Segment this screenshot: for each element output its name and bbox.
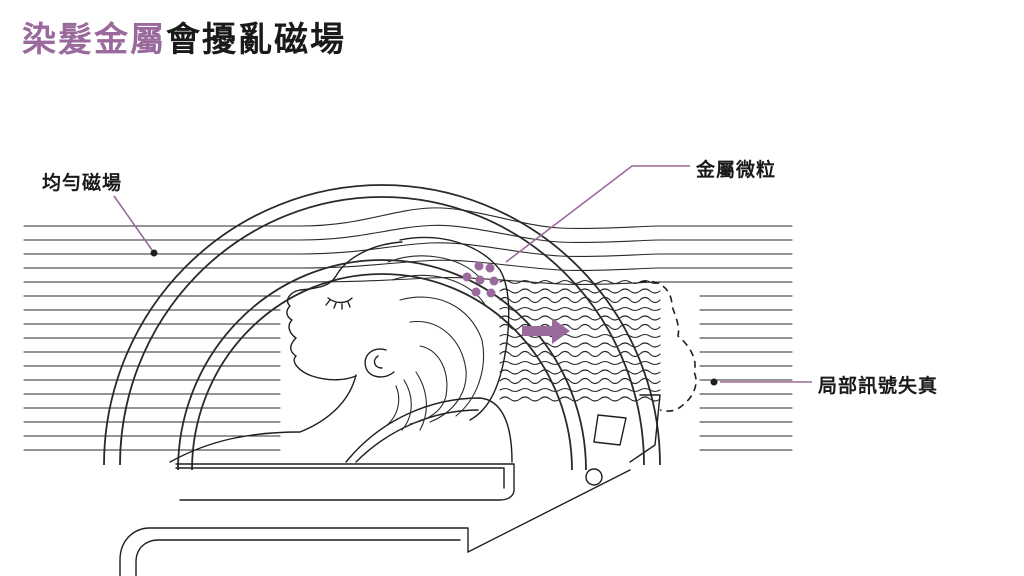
leader-lines: [113, 165, 812, 386]
distorted-line: [499, 306, 661, 312]
right-arrow-icon: [522, 318, 570, 344]
distorted-line: [499, 279, 661, 285]
diagram-title: 染髮金屬會擾亂磁場: [22, 20, 346, 61]
distorted-field-lines: [499, 279, 661, 402]
distorted-line: [499, 323, 661, 331]
field-line: [23, 207, 661, 230]
distorted-line: [499, 369, 661, 375]
distorted-line: [499, 288, 661, 294]
label-uniform-field: 均勻磁場: [42, 172, 123, 194]
field-line: [23, 259, 661, 272]
metal-particle: [471, 287, 481, 297]
distorted-line: [499, 360, 661, 366]
mri-table: [119, 463, 515, 576]
metal-particle: [474, 261, 484, 271]
label-local-distortion: 局部訊號失真: [818, 375, 939, 397]
distorted-line: [499, 315, 661, 321]
distorted-head-outline: [639, 280, 697, 412]
distorted-line: [499, 387, 661, 393]
distorted-line: [499, 296, 661, 304]
title-highlight: 染髮金屬: [22, 20, 166, 60]
mri-bore: [103, 184, 661, 553]
title-rest: 會擾亂磁場: [166, 20, 346, 60]
metal-particle: [486, 288, 496, 298]
field-line: [23, 224, 661, 244]
label-metal-particles: 金屬微粒: [696, 159, 777, 181]
bore-button: [585, 468, 603, 486]
metal-particle: [475, 275, 485, 285]
patient-figure: [169, 236, 513, 463]
metal-particles: [462, 261, 499, 298]
metal-particle: [489, 276, 499, 286]
distorted-line: [499, 377, 661, 385]
field-line: [23, 242, 661, 258]
distorted-line: [499, 342, 661, 348]
metal-particle: [485, 263, 495, 273]
distorted-line: [499, 350, 661, 358]
metal-particle: [462, 272, 472, 282]
distorted-line: [499, 396, 661, 402]
